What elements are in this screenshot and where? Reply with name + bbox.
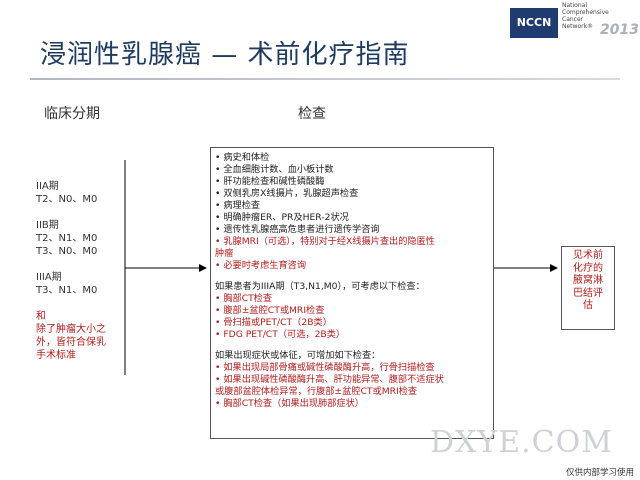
staging-line: 外，皆符合保乳 <box>36 337 106 348</box>
page-title: 浸润性乳腺癌 — 术前化疗指南 <box>40 40 410 70</box>
staging-line: IIA期 <box>36 181 59 192</box>
workup-item: • 胸部CT检查（如果出现肺部症状） <box>215 398 364 409</box>
workup-header: 检查 <box>298 106 326 122</box>
footer-note: 仅供内部学习使用 <box>566 468 635 478</box>
workup-item: • 胸部CT检查 <box>215 293 273 304</box>
workup-list: • 病史和体检• 全血细胞计数、血小板计数• 肝功能检查和碱性磷酸酶• 双侧乳房… <box>215 152 489 410</box>
workup-item: • 病史和体检 <box>215 152 270 163</box>
logo-box: NCCN <box>510 8 558 38</box>
workup-item: 如果患者为IIIA期（T3,N1,M0），可考虑以下检查： <box>215 281 425 292</box>
workup-item: • 遗传性乳腺癌高危患者进行遗传学咨询 <box>215 224 380 235</box>
workup-item: • 如果出现碱性磷酸酶升高、肝功能异常、腹部不适症状 <box>215 374 444 385</box>
logo-year: 2013 <box>600 22 639 38</box>
workup-item: • 明确肿瘤ER、PR及HER-2状况 <box>215 212 349 223</box>
workup-item: • 必要时考虑生育咨询 <box>215 260 307 271</box>
workup-spacer <box>215 272 489 281</box>
staging-header: 临床分期 <box>44 106 100 122</box>
staging-line: T2、N1、M0 <box>36 233 98 244</box>
workup-item: 如果出现症状或体征，可增加如下检查： <box>215 350 381 361</box>
workup-item: 或腹部盆腔体检异常，行腹部±盆腔CT或MRI检查 <box>215 386 418 397</box>
workup-item: • 双侧乳房X线摄片，乳腺超声检查 <box>215 188 359 199</box>
workup-item: • 乳腺MRI（可选），特别对于经X线摄片查出的隐匿性 <box>215 236 435 247</box>
nccn-logo: NCCN National Comprehensive Cancer Netwo… <box>510 0 639 40</box>
staging-line: T3、N1、M0 <box>36 285 98 296</box>
workup-spacer <box>215 341 489 350</box>
result-box: 见术前 化疗的 腋窝淋 巴结评 估 <box>561 246 615 330</box>
staging-line: 除了肿瘤大小之 <box>36 324 106 335</box>
workup-item: • 如果出现局部骨痛或碱性磷酸酶升高，行骨扫描检查 <box>215 362 435 373</box>
workup-item: • 骨扫描或PET/CT（2B类） <box>215 317 332 328</box>
staging-line: T3、N0、M0 <box>36 246 98 257</box>
title-divider <box>30 78 620 80</box>
workup-item: • 肝功能检查和碱性磷酸酶 <box>215 176 325 187</box>
staging-line: 手术标准 <box>36 350 76 361</box>
watermark: DXYE.COM <box>430 425 613 460</box>
workup-item: • 腹部±盆腔CT或MRI检查 <box>215 305 325 316</box>
workup-box: • 病史和体检• 全血细胞计数、血小板计数• 肝功能检查和碱性磷酸酶• 双侧乳房… <box>210 147 494 439</box>
staging-line: T2、N0、M0 <box>36 194 98 205</box>
workup-item: • FDG PET/CT（可选，2B类） <box>215 329 346 340</box>
workup-item: • 病理检查 <box>215 200 261 211</box>
logo-org-name: National Comprehensive Cancer Network® <box>562 2 609 30</box>
workup-item: • 全血细胞计数、血小板计数 <box>215 164 334 175</box>
staging-line: IIIA期 <box>36 272 62 283</box>
workup-item: 肿瘤 <box>215 248 234 259</box>
staging-line: IIB期 <box>36 220 59 231</box>
staging-line: 和 <box>36 311 46 322</box>
